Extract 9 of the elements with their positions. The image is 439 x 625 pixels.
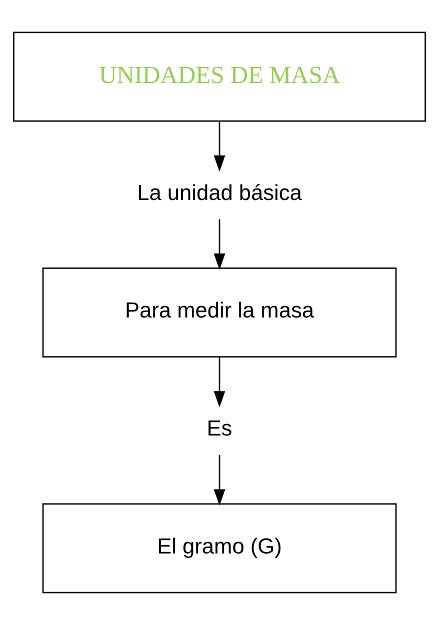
- node-text: La unidad básica: [137, 180, 302, 205]
- node-box: Para medir la masa: [42, 268, 397, 358]
- node-box: UNIDADES DE MASA: [13, 32, 426, 122]
- arrow: [214, 122, 226, 172]
- arrow: [214, 357, 226, 408]
- node-box: El gramo (G): [42, 503, 397, 594]
- node-text: Es: [206, 416, 232, 441]
- arrow: [214, 219, 226, 270]
- arrow: [214, 455, 226, 506]
